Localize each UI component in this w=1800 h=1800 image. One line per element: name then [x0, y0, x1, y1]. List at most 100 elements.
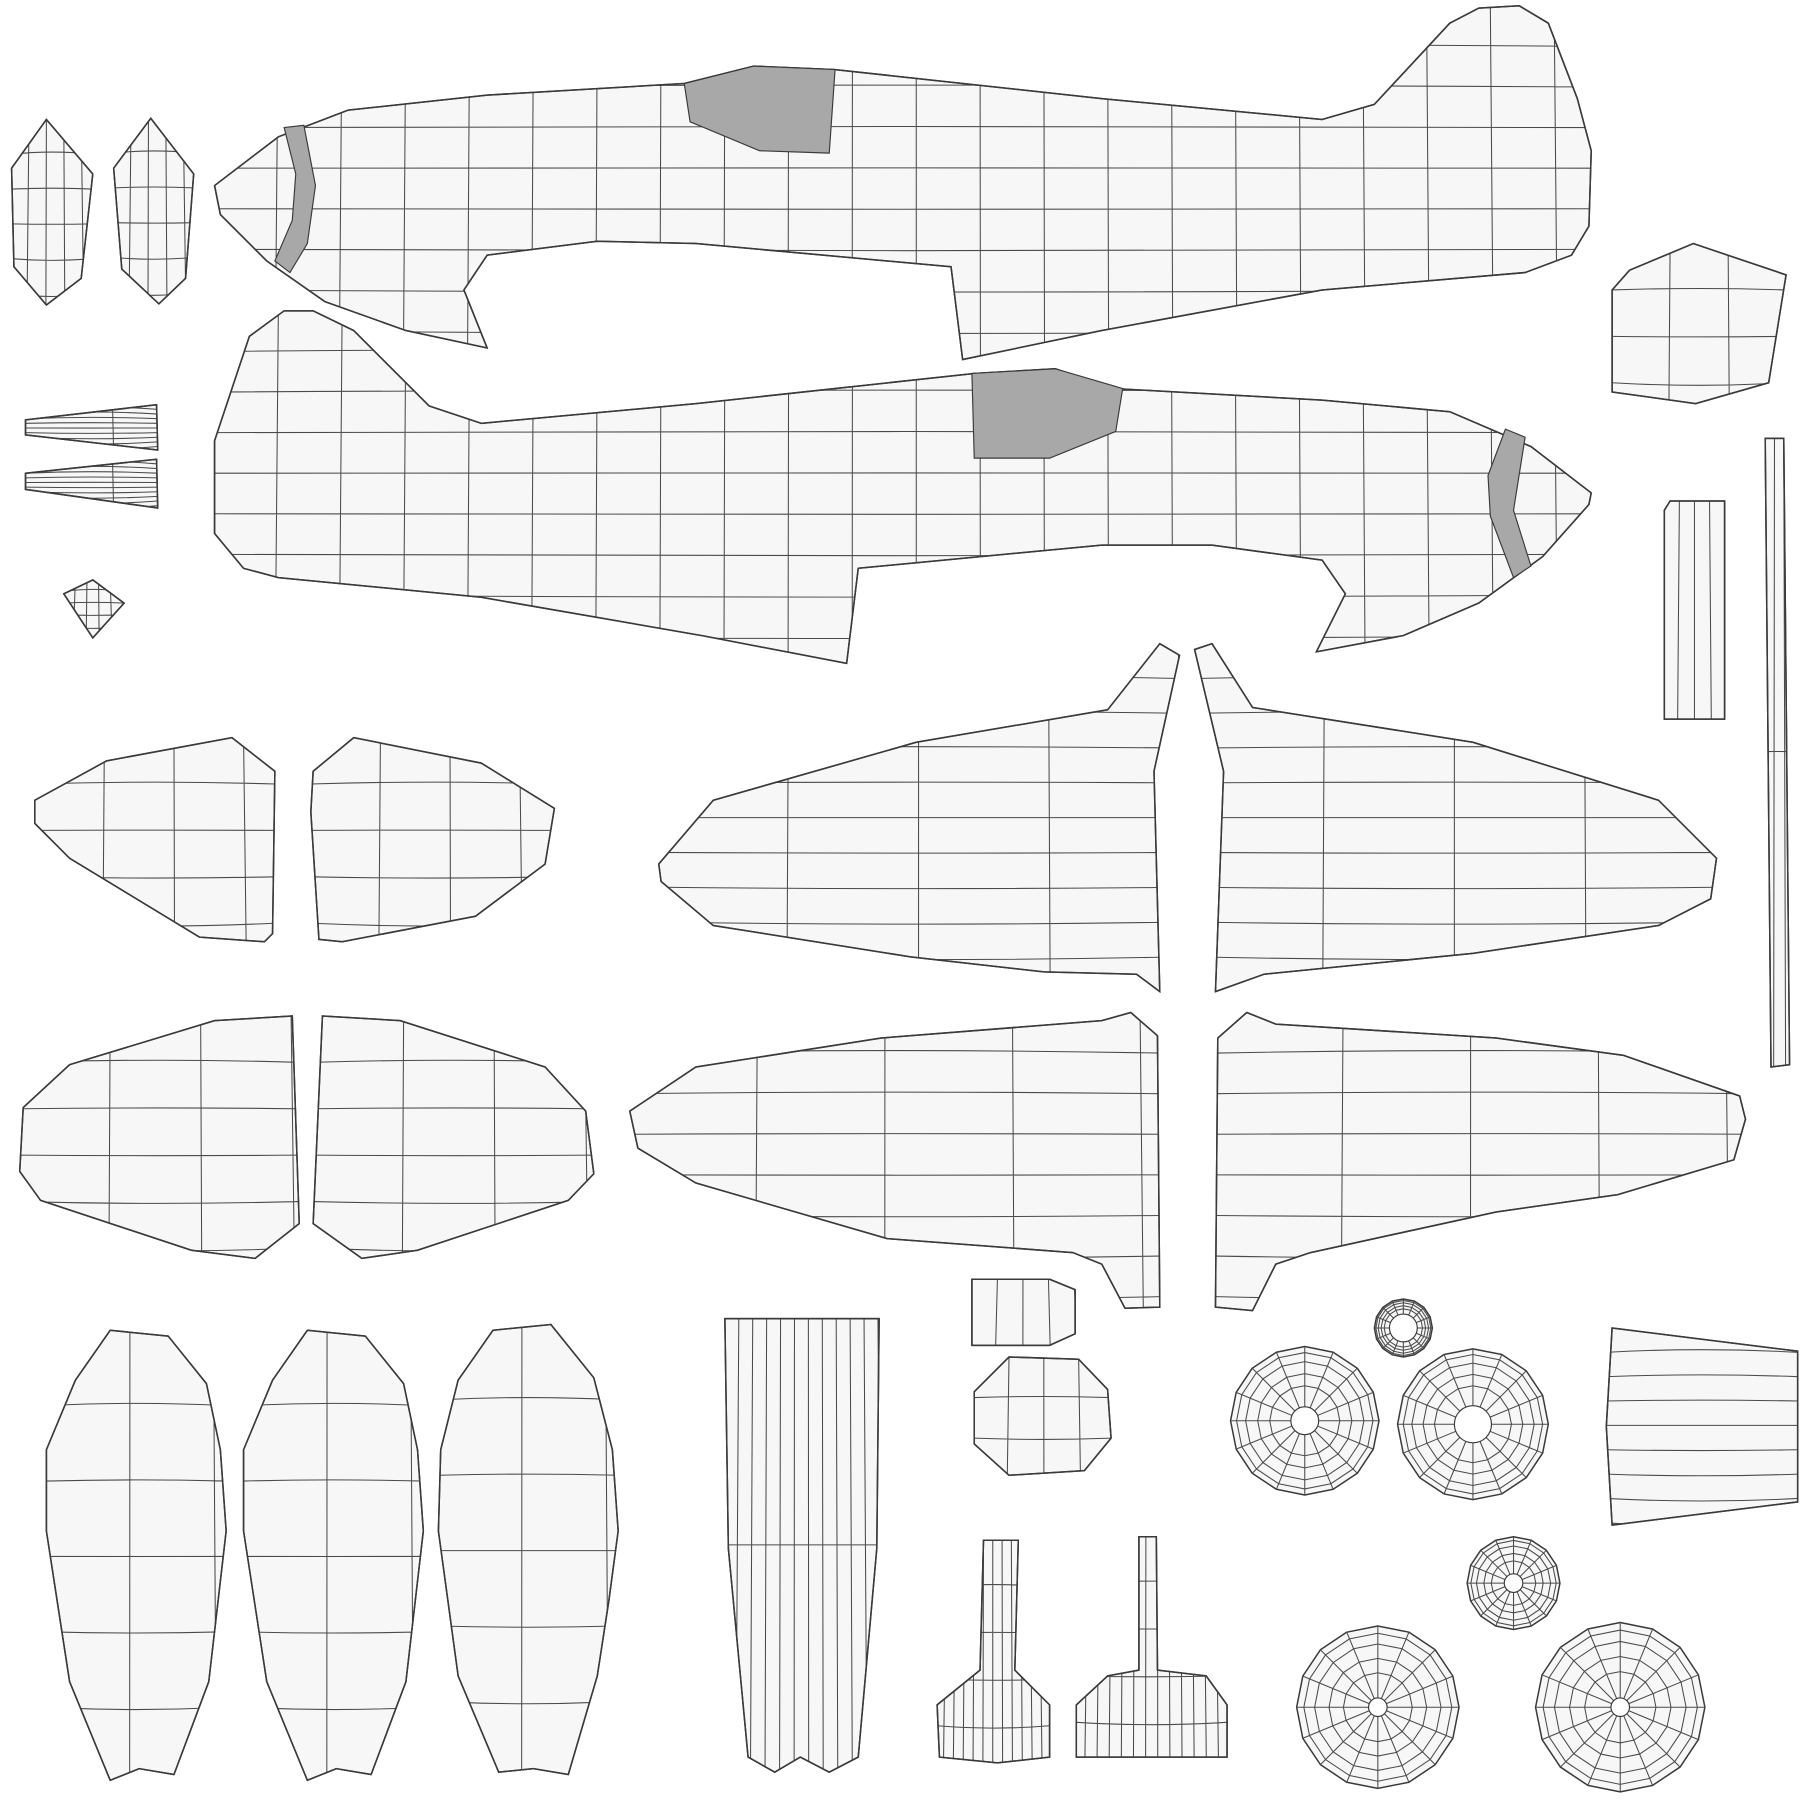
- island-border: [62, 579, 126, 640]
- island-wireframe: [34, 737, 275, 942]
- wheel-island-4: [1466, 1535, 1561, 1631]
- wire-edges: [214, 5, 1592, 360]
- wire-edges: [310, 737, 555, 942]
- wheel-ring: [1411, 1362, 1535, 1486]
- wire-edges: [11, 119, 93, 306]
- wheel-ring: [1422, 1373, 1524, 1475]
- wheel-ring: [1377, 1302, 1430, 1354]
- wheel-hub: [1367, 1697, 1388, 1718]
- island-outline: [1611, 242, 1787, 405]
- wheel-hub: [1453, 1405, 1493, 1444]
- selected-faces-1: [683, 65, 836, 154]
- wire-edges: [34, 737, 275, 942]
- wheel-hub: [1503, 1573, 1524, 1593]
- island-outline: [724, 1317, 880, 1773]
- wire-edges: [46, 1330, 227, 1781]
- island-border: [34, 736, 276, 943]
- wheel-ring: [1470, 1539, 1557, 1627]
- wheel-ring: [1569, 1656, 1672, 1759]
- wire-edges: [438, 1324, 619, 1775]
- island-border: [1605, 1327, 1799, 1526]
- wheel-spokes: [1535, 1622, 1705, 1792]
- hood-island: [1611, 242, 1787, 405]
- wire-edges: [1612, 243, 1787, 404]
- island-outline: [1214, 1011, 1747, 1312]
- wheel-ring: [1584, 1671, 1657, 1744]
- island-wireframe: [724, 1318, 880, 1773]
- selected-faces-4: [1487, 428, 1532, 579]
- island-border: [1214, 1011, 1747, 1312]
- wheel-island-3: [1373, 1298, 1434, 1358]
- wheel-ring: [1269, 1385, 1341, 1457]
- wheel-ring: [1475, 1545, 1552, 1621]
- island-border: [1663, 500, 1726, 720]
- island-wireframe: [995, 1279, 1076, 1346]
- wheel-ring: [1375, 1299, 1432, 1356]
- island-wireframe: [310, 737, 555, 942]
- island-border: [1764, 437, 1791, 1068]
- fuselage-right-island: [213, 310, 1593, 665]
- wheel-island-1: [1229, 1345, 1380, 1496]
- island-border: [936, 1539, 1051, 1764]
- island-outline: [312, 1015, 595, 1260]
- island-wireframe: [243, 1330, 424, 1781]
- island-outline: [1075, 1535, 1228, 1758]
- island-wireframe: [1606, 1349, 1798, 1526]
- island-border: [310, 736, 556, 943]
- island-border: [628, 1011, 1161, 1310]
- island-border: [1193, 642, 1718, 993]
- island-wireframe: [974, 1356, 1112, 1476]
- tailplane-4-island: [312, 1015, 595, 1260]
- wheel-ring: [1553, 1640, 1687, 1774]
- wire-edges: [113, 118, 194, 304]
- wheel-spokes: [1397, 1348, 1549, 1500]
- wheel-ring: [1402, 1353, 1544, 1495]
- wire-edges: [1677, 501, 1712, 720]
- wheel-island-2: [1396, 1348, 1550, 1501]
- wheel-spokes: [1467, 1536, 1560, 1630]
- rods-island: [1663, 500, 1726, 720]
- island-outline: [242, 1329, 425, 1782]
- island-border: [971, 1278, 1076, 1347]
- wheel-island-5: [1295, 1625, 1460, 1790]
- wheel-spokes: [1296, 1626, 1460, 1789]
- blade-1-island: [24, 403, 159, 451]
- island-outline: [310, 736, 556, 943]
- wire-edges: [313, 1015, 594, 1259]
- wheel-ring: [1542, 1629, 1698, 1785]
- wheel-ring: [1490, 1560, 1537, 1606]
- island-outline: [213, 5, 1592, 361]
- wheel-ring: [1236, 1352, 1374, 1490]
- island-wireframe: [46, 1330, 227, 1781]
- island-border: [24, 403, 159, 451]
- tailplane-2-island: [310, 736, 556, 943]
- gear-leg-2-island: [1075, 1535, 1228, 1758]
- island-border: [10, 118, 94, 307]
- pentagon-island: [62, 579, 126, 640]
- island-wireframe: [11, 119, 93, 306]
- island-border: [973, 1356, 1112, 1477]
- wire-edges: [243, 1330, 424, 1781]
- spinner-left-island: [10, 118, 94, 307]
- wheel-hub: [1290, 1406, 1320, 1436]
- blade-2-island: [24, 458, 159, 509]
- island-wireframe: [438, 1324, 619, 1775]
- island-border: [45, 1329, 227, 1782]
- island-border: [18, 1015, 300, 1260]
- fuselage-left-island: [213, 5, 1592, 361]
- island-wireframe: [1765, 438, 1790, 1068]
- wheel-ring: [1245, 1361, 1365, 1481]
- cowling-strip-island: [724, 1317, 880, 1774]
- wheel-ring: [1342, 1672, 1413, 1743]
- wheel-spokes: [1230, 1346, 1379, 1495]
- exhaust-block-island: [1605, 1327, 1799, 1526]
- wheel-hub: [1610, 1697, 1631, 1718]
- selected-faces-2: [274, 124, 317, 274]
- tailplane-3-island: [18, 1015, 300, 1260]
- island-outline: [973, 1356, 1112, 1477]
- wheel-island-6: [1534, 1621, 1706, 1793]
- island-outline: [971, 1278, 1076, 1347]
- island-border: [312, 1015, 595, 1260]
- wire-edges: [1606, 1349, 1798, 1526]
